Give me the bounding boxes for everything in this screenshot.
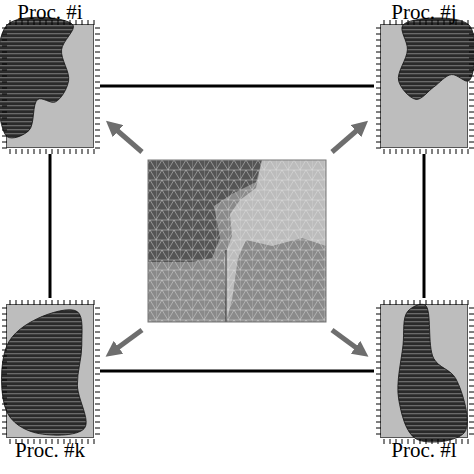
subdomain-panel <box>6 24 94 148</box>
distribution-arrows <box>112 126 362 352</box>
subdomain-panel <box>380 24 468 148</box>
processor-label: Proc. #j <box>389 0 458 24</box>
processor-panel: Proc. #j <box>380 0 468 148</box>
subdomain-picture <box>381 25 469 149</box>
subdomain-panel <box>380 304 468 438</box>
processor-label: Proc. #i <box>15 0 84 24</box>
processor-panel: Proc. #i <box>6 0 94 148</box>
processor-label: Proc. #k <box>13 438 87 462</box>
subdomain-picture <box>7 25 95 149</box>
bus-line <box>423 154 426 298</box>
subdomain-picture <box>381 305 469 439</box>
processor-panel: Proc. #k <box>6 304 94 462</box>
subdomain-panel <box>6 304 94 438</box>
bus-line <box>49 154 52 298</box>
subdomain-picture <box>7 305 95 439</box>
processor-panel: Proc. #l <box>380 304 468 462</box>
bus-line <box>100 370 374 373</box>
mesh <box>148 160 326 322</box>
processor-label: Proc. #l <box>389 438 458 462</box>
bus-line <box>100 85 374 88</box>
